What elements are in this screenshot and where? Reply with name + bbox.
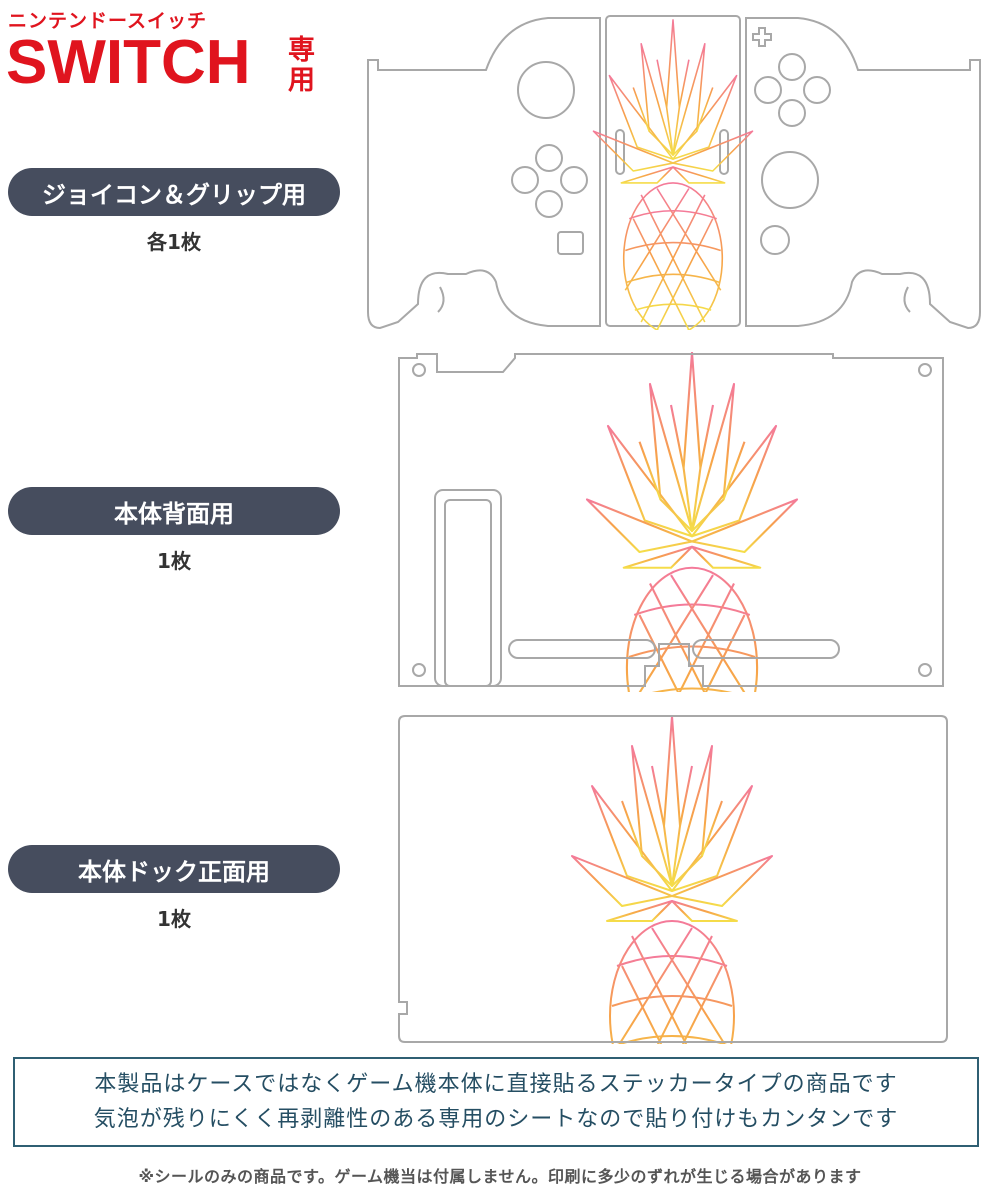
brand-subtitle: ニンテンドースイッチ	[8, 10, 208, 32]
section-count-joycon: 各1枚	[147, 230, 201, 254]
notice-line-1: 本製品はケースではなくゲーム機本体に直接貼るステッカータイプの商品です	[94, 1072, 898, 1097]
section-label-dock: 本体ドック正面用	[8, 845, 340, 893]
notice-line-2: 気泡が残りにくく再剥離性のある専用のシートなので貼り付けもカンタンです	[93, 1107, 899, 1132]
section-label-back: 本体背面用	[8, 487, 340, 535]
joycon-grip-skin	[358, 12, 990, 332]
product-notice: 本製品はケースではなくゲーム機本体に直接貼るステッカータイプの商品です 気泡が残…	[13, 1057, 979, 1147]
footnote: ※シールのみの商品です。ゲーム機当は付属しません。印刷に多少のずれが生じる場合が…	[138, 1167, 862, 1186]
dock-front-skin	[397, 714, 949, 1044]
console-back-skin	[397, 352, 949, 692]
section-count-back: 1枚	[157, 549, 191, 573]
brand-exclusive: 専用	[288, 35, 315, 96]
section-label-joycon: ジョイコン＆グリップ用	[8, 168, 340, 216]
section-count-dock: 1枚	[157, 907, 191, 931]
brand-title: SWITCH	[6, 28, 251, 97]
